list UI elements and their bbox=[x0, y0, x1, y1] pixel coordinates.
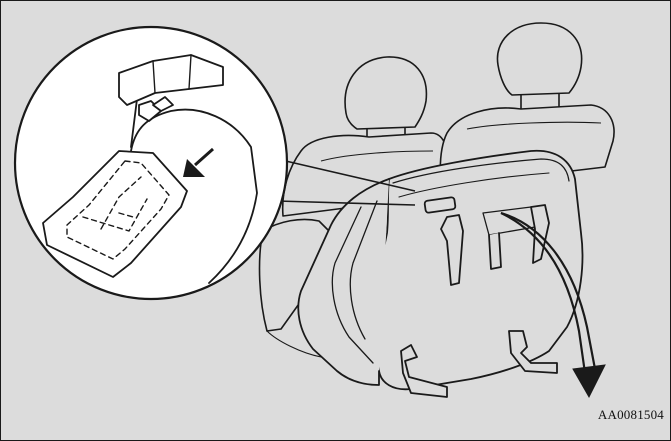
figure-code: AA0081504 bbox=[598, 407, 664, 423]
detail-inset bbox=[15, 27, 287, 299]
right-headrest bbox=[497, 23, 581, 95]
left-headrest bbox=[345, 57, 426, 129]
